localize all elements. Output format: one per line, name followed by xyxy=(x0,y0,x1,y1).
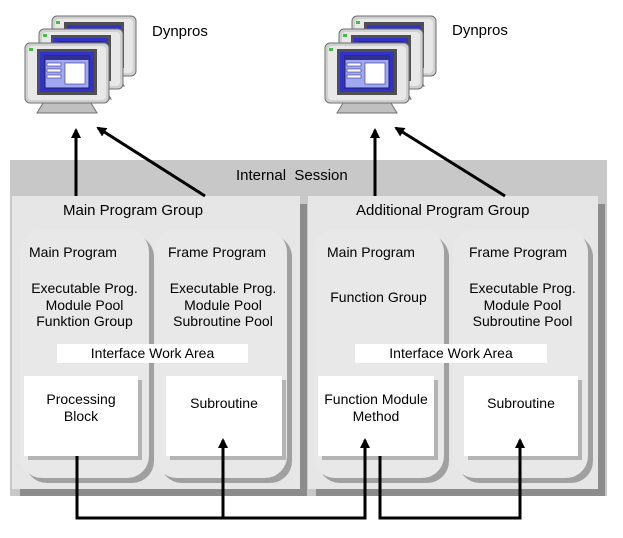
program-type: Executable Prog. xyxy=(469,280,576,296)
program-type: Module Pool xyxy=(45,296,124,313)
additional-program-group-title: Additional Program Group xyxy=(356,202,530,219)
function-module-line: Function Module xyxy=(324,391,428,407)
function-module-block: Function Module Method xyxy=(318,376,434,456)
processing-block-line: Block xyxy=(63,407,99,424)
program-type: Subroutine Pool xyxy=(472,313,573,329)
additional-subroutine-block: Subroutine xyxy=(464,376,578,456)
processing-block: Processing Block xyxy=(24,376,138,456)
program-type: Executable Prog. xyxy=(169,280,277,296)
internal-session-title: Internal Session xyxy=(236,167,348,184)
program-type: Module Pool xyxy=(483,296,562,313)
program-type: Function Group xyxy=(330,289,427,305)
function-module-line: Method xyxy=(352,407,400,424)
main-program-group-title: Main Program Group xyxy=(63,202,204,219)
call-connector xyxy=(378,438,525,520)
main-program-types: Executable Prog. Module Pool Funktion Gr… xyxy=(20,280,149,330)
program-type: Module Pool xyxy=(184,296,262,313)
arrow-to-dynpros xyxy=(394,126,506,198)
additional-frame-program-types: Executable Prog. Module Pool Subroutine … xyxy=(455,280,590,330)
program-type: Executable Prog. xyxy=(31,280,138,296)
additional-frame-program-title: Frame Program xyxy=(469,244,568,260)
processing-block-line: Processing xyxy=(46,391,116,407)
frame-program-types: Executable Prog. Module Pool Subroutine … xyxy=(157,280,289,330)
additional-main-program-types: Function Group xyxy=(313,289,444,306)
arrow-to-dynpros xyxy=(96,126,206,198)
main-program-title: Main Program xyxy=(29,244,117,260)
additional-main-program-title: Main Program xyxy=(327,244,415,260)
dynpros-label-right: Dynpros xyxy=(452,22,508,39)
interface-work-area: Interface Work Area xyxy=(57,344,248,363)
dynpros-label-left: Dynpros xyxy=(152,23,208,40)
frame-program-title: Frame Program xyxy=(168,244,267,260)
call-connector xyxy=(75,438,370,520)
program-type: Funktion Group xyxy=(36,313,133,329)
interface-work-area: Interface Work Area xyxy=(355,344,547,363)
program-type: Subroutine Pool xyxy=(173,313,273,329)
